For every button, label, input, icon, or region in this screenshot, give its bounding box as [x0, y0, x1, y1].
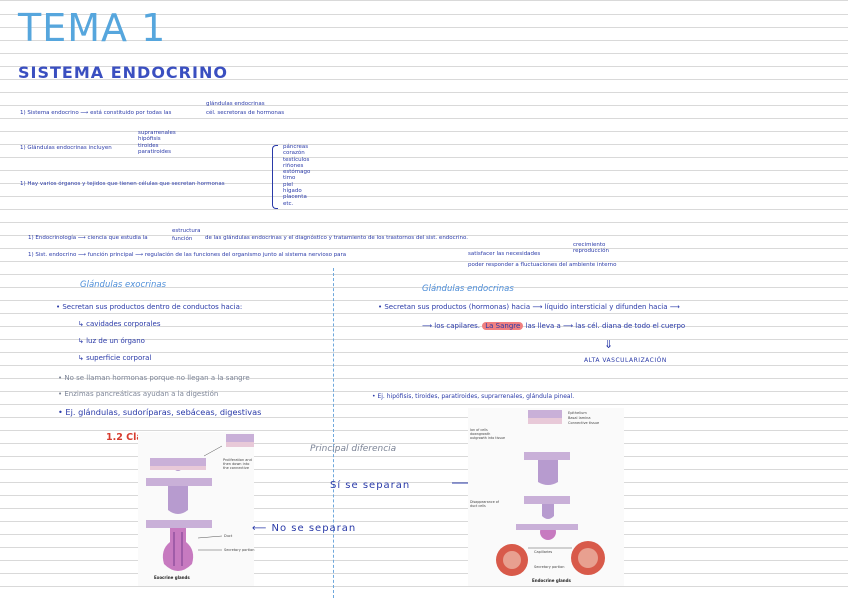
note-no-se-separan: ⟵ No se separan	[252, 523, 357, 534]
organ-item: hígado	[283, 188, 302, 195]
note-si-se-separan: Sí se separan	[330, 480, 411, 491]
endo-line-2a: ⟶ los capilares.	[422, 322, 481, 330]
endo-line-1: • Secretan sus productos (hormonas) haci…	[378, 303, 680, 311]
exo-line-3: ↳ luz de un órgano	[78, 337, 145, 345]
note-sistema-endocrino: 1) Sistema endocrino ⟶ está constituido …	[20, 110, 172, 116]
exo-line-4: ↳ superficie corporal	[78, 354, 152, 362]
fig-label: Secretory portion	[224, 548, 255, 552]
endocrine-illustration	[496, 410, 605, 576]
note-funcion-principal: 1) Sist. endocrino ⟶ función principal ⟶…	[28, 252, 347, 258]
fig-label: Epithelium	[568, 411, 587, 415]
gland-item: paratiroides	[138, 148, 171, 155]
endo-line-4: • Ej. hipófisis, tiroides, paratiroides,…	[372, 393, 575, 400]
endo-line-2c: las lleva a ⟶ las cél. diana de todo el …	[525, 322, 686, 330]
fig-label: Duct	[224, 534, 233, 538]
organ-item: etc.	[283, 200, 294, 207]
organ-item: testículos	[283, 156, 310, 163]
exo-line-2: ↳ cavidades corporales	[78, 320, 161, 328]
note-cel-secretoras: cél. secretoras de hormonas	[206, 110, 285, 116]
heading-glandulas-exocrinas: Glándulas exocrinas	[80, 280, 167, 290]
organ-item: riñones	[283, 162, 304, 169]
gland-list: suprarrenales hipófisis tiroides paratir…	[138, 130, 176, 155]
exo-line-1: • Secretan sus productos dentro de condu…	[56, 303, 243, 311]
note-endocrinologia-cont: de las glándulas endocrinas y el diagnós…	[205, 235, 468, 241]
exocrine-gland-figure: Proliferation and then down into the con…	[138, 432, 254, 586]
fig-caption: Exocrine glands	[154, 575, 190, 580]
note-estructura: estructura	[172, 228, 201, 234]
brace-icon	[272, 145, 278, 209]
endocrine-gland-figure: Epithelium Basal lamina Connective tissu…	[468, 408, 624, 586]
organ-item: piel	[283, 181, 293, 188]
endo-line-2: ⟶ los capilares. La Sangre las lleva a ⟶…	[422, 322, 685, 330]
highlight-la-sangre: La Sangre	[482, 322, 524, 330]
note-crecimiento: crecimiento	[573, 242, 606, 248]
note-reproduccion: reproducción	[573, 248, 609, 254]
exo-line-6: • Enzimas pancreáticas ayudan a la diges…	[58, 390, 219, 398]
organ-item: páncreas	[283, 144, 309, 150]
organ-item: corazón	[283, 150, 305, 157]
note-funcion: función	[172, 236, 193, 242]
double-arrow-down-icon: ⇓	[604, 338, 614, 351]
exocrine-illustration	[146, 434, 254, 571]
column-divider	[333, 268, 334, 598]
fig-label: Ion of cells downgrowth outgrowth into t…	[470, 428, 506, 440]
note-fluctuaciones: poder responder a fluctuaciones del ambi…	[468, 262, 617, 268]
fig-label: Proliferation and then down into the con…	[223, 458, 252, 470]
fig-label: Disappearance of duct cells	[470, 500, 499, 508]
fig-caption: Endocrine glands	[532, 578, 571, 583]
note-glandulas-incluyen: 1) Glándulas endocrinas incluyen	[20, 145, 112, 151]
gland-item: hipófisis	[138, 136, 161, 143]
fig-label: Secretory portion	[534, 565, 565, 569]
page-subtitle: SISTEMA ENDOCRINO	[18, 63, 228, 82]
exo-line-5: • No se llaman hormonas porque no llegan…	[58, 374, 250, 382]
organ-list: páncreas corazón testículos riñones estó…	[283, 144, 310, 207]
organ-item: placenta	[283, 194, 307, 201]
note-varios-organos: 1) Hay varios órganos y tejidos que tien…	[20, 181, 225, 187]
fig-label: Connective tissue	[568, 421, 600, 425]
fig-label: Capillaries	[534, 550, 553, 554]
note-glandulas-endocrinas: glándulas endocrinas	[206, 101, 265, 107]
note-endocrinologia: 1) Endocrinología ⟶ ciencia que estudia …	[28, 235, 148, 241]
exo-line-7: • Ej. glándulas, sudoríparas, sebáceas, …	[58, 407, 262, 417]
fig-label: Basal lamina	[568, 416, 591, 420]
gland-item: suprarrenales	[138, 130, 176, 136]
note-alta-vascularizacion: ALTA VASCULARIZACIÓN	[584, 357, 667, 364]
note-satisfacer: satisfacer las necesidades	[468, 251, 541, 257]
heading-glandulas-endocrinas: Glándulas endocrinas	[422, 284, 514, 294]
page-title: TEMA 1	[18, 6, 167, 50]
organ-item: estómago	[283, 169, 311, 176]
organ-item: timo	[283, 175, 296, 182]
note-principal-diferencia: Principal diferencia	[310, 444, 397, 454]
gland-item: tiroides	[138, 142, 159, 149]
